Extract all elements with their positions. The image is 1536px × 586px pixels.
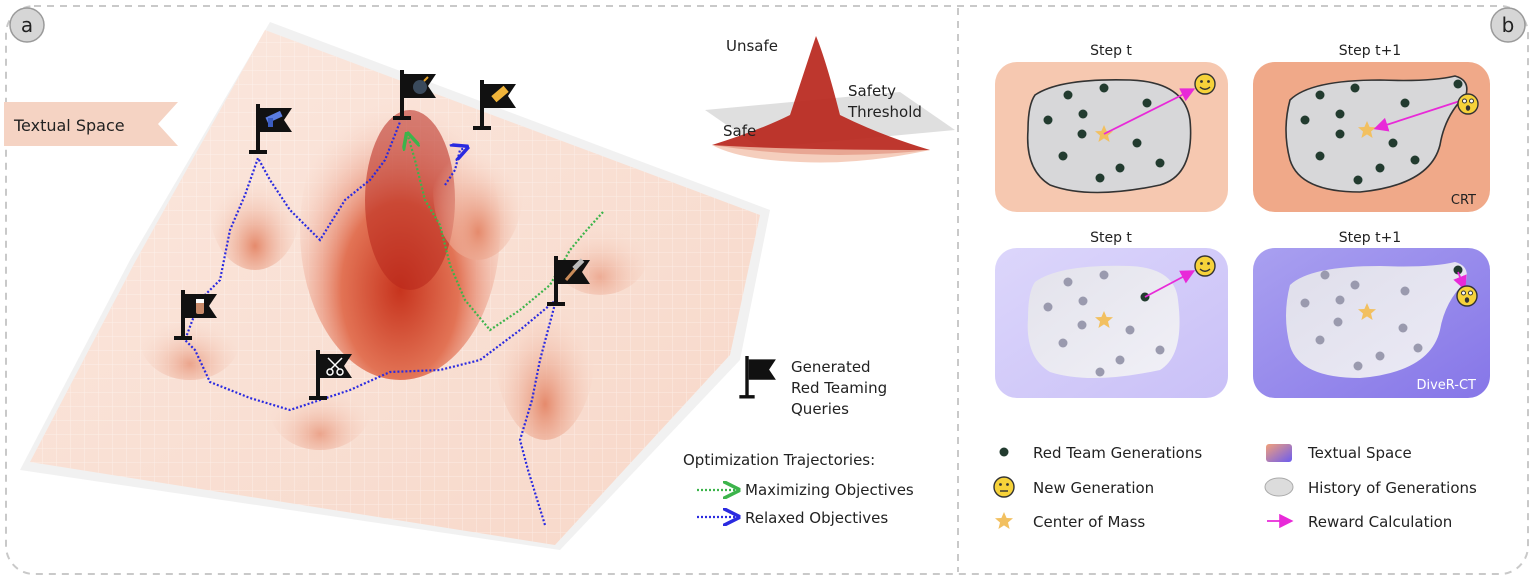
flag-gun <box>249 104 292 154</box>
crt-step-t-card <box>995 62 1228 212</box>
bottom-right-step-title: Step t+1 <box>1339 230 1401 246</box>
flag-hammer <box>547 256 590 306</box>
flag-bomb <box>393 70 436 120</box>
flag-legend-line1: Generated <box>791 358 871 376</box>
legend-history: History of Generations <box>1308 479 1477 497</box>
safety-inset: Unsafe Safety Threshold Safe <box>705 36 955 163</box>
flag-legend-line2: Red Teaming <box>791 379 887 397</box>
flag-legend: Generated Red Teaming Queries <box>739 356 887 418</box>
bottom-left-step-title: Step t <box>1090 230 1132 246</box>
inset-safe-label: Safe <box>723 122 756 140</box>
center-of-mass-icon <box>995 512 1013 529</box>
inset-peak <box>712 36 930 155</box>
flag-scissors <box>309 350 352 400</box>
panel-b-legend: Red Team Generations New Generation Cent… <box>993 444 1477 531</box>
top-right-step-title: Step t+1 <box>1339 43 1401 59</box>
textual-space-landscape <box>20 22 770 550</box>
badge-a-text: a <box>21 13 33 37</box>
legend-relaxed-label: Relaxed Objectives <box>745 509 888 527</box>
flag-eraser <box>473 80 516 130</box>
crt-step-t1-card: CRT <box>1253 62 1490 212</box>
panel-b: b Step t Step t+1 Step t Step t+1 <box>993 7 1526 531</box>
legend-red-team: Red Team Generations <box>1033 444 1202 462</box>
new-generation-icon <box>993 476 1015 498</box>
panel-a: a Textual Space <box>4 7 955 550</box>
legend-new-generation: New Generation <box>1033 479 1154 497</box>
flag-lighter <box>174 290 217 340</box>
trajectory-legend-title: Optimization Trajectories: <box>683 451 875 469</box>
maximizing-trajectory <box>408 136 604 332</box>
red-team-dot-icon <box>999 447 1009 457</box>
flag-legend-line3: Queries <box>791 400 849 418</box>
diverct-step-t-card <box>995 248 1228 398</box>
history-blob-icon <box>1264 477 1294 497</box>
diverct-step-t1-card: DiveR-CT <box>1253 248 1490 398</box>
top-left-step-title: Step t <box>1090 43 1132 59</box>
crt-label: CRT <box>1451 193 1476 208</box>
trajectory-legend: Optimization Trajectories: Maximizing Ob… <box>683 451 914 527</box>
relaxed-trajectory-branch <box>444 148 465 186</box>
legend-maximizing-label: Maximizing Objectives <box>745 481 914 499</box>
inset-safety-label: Safety <box>848 82 896 100</box>
textual-space-label: Textual Space <box>13 116 125 135</box>
panel-b-badge: b <box>1490 7 1526 43</box>
outer-frame <box>5 5 1529 575</box>
textual-space-swatch-icon <box>1266 444 1292 462</box>
diverct-label: DiveR-CT <box>1416 378 1476 393</box>
legend-reward: Reward Calculation <box>1308 513 1452 531</box>
relaxed-trajectory <box>183 121 558 526</box>
inset-threshold-label: Threshold <box>847 103 922 121</box>
legend-textual-space: Textual Space <box>1307 444 1412 462</box>
textual-space-tag: Textual Space <box>4 102 178 146</box>
legend-center-of-mass: Center of Mass <box>1033 513 1145 531</box>
inset-unsafe-label: Unsafe <box>726 37 778 55</box>
panel-a-badge: a <box>9 7 45 43</box>
badge-b-text: b <box>1502 13 1515 37</box>
